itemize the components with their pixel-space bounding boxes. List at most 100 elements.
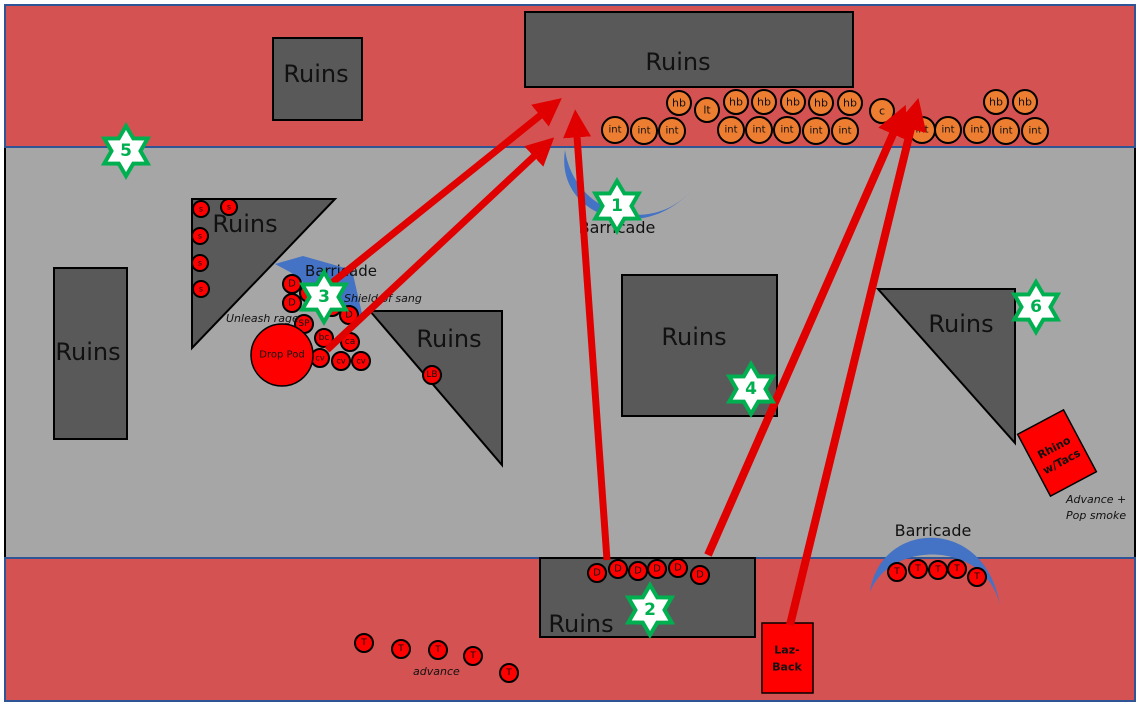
enemy-intercessor[interactable]: int	[630, 117, 658, 145]
enemy-intercessor[interactable]: int	[717, 116, 745, 144]
enemy-intercessor-base	[963, 116, 991, 144]
objective-star-icon	[591, 177, 643, 235]
death-company-unit[interactable]: D	[282, 293, 302, 313]
death-company-unit[interactable]: D	[282, 274, 302, 294]
enemy-intercessor[interactable]: int	[992, 117, 1020, 145]
enemy-intercessor-label: int	[780, 125, 793, 136]
enemy-intercessor[interactable]: int	[1021, 117, 1049, 145]
objective-number: 4	[745, 379, 757, 399]
tactical-unit-label: T	[893, 567, 900, 577]
death-company-unit-label: D	[288, 279, 296, 290]
enemy-heavy-bolter[interactable]: hb	[983, 89, 1009, 115]
objective-star-icon	[100, 122, 152, 180]
enemy-heavy-bolter-label: hb	[729, 96, 743, 109]
arrow-cv-to-ruins	[324, 137, 555, 353]
enemy-intercessor-label: int	[809, 126, 822, 137]
enemy-heavy-bolter[interactable]: hb	[723, 89, 749, 115]
enemy-heavy-bolter[interactable]: hb	[808, 90, 834, 116]
enemy-intercessor-label: int	[637, 126, 650, 137]
chaplain-label: bc	[319, 333, 330, 343]
librarian[interactable]: LB	[422, 365, 442, 385]
objective-number: 1	[611, 196, 623, 216]
enemy-commissar[interactable]: c	[869, 98, 895, 124]
land-raider-laz-back[interactable]: Laz- Back	[761, 622, 814, 694]
enemy-intercessor-label: int	[838, 126, 851, 137]
scout-unit-base	[191, 254, 209, 272]
ruins-label: Ruins	[645, 48, 710, 76]
arrow-devastators-to-center	[563, 109, 611, 561]
enemy-intercessor[interactable]: int	[773, 116, 801, 144]
enemy-heavy-bolter-base	[808, 90, 834, 116]
enemy-intercessor-label: int	[941, 125, 954, 136]
ruins-label: Ruins	[283, 60, 348, 88]
tactical-unit-base	[463, 646, 483, 666]
devastator-unit-label: D	[674, 563, 682, 574]
tactical-unit-label: T	[914, 564, 921, 574]
chaplain[interactable]: bc	[314, 328, 334, 348]
tactical-unit[interactable]: T	[908, 559, 928, 579]
enemy-lieutenant-label: lt	[703, 104, 711, 117]
tactical-unit[interactable]: T	[887, 562, 907, 582]
devastator-unit[interactable]: D	[628, 561, 648, 581]
enemy-intercessor[interactable]: int	[802, 117, 830, 145]
command-veteran[interactable]: cv	[310, 348, 330, 368]
tactical-unit[interactable]: T	[499, 663, 519, 683]
enemy-heavy-bolter[interactable]: hb	[837, 90, 863, 116]
enemy-lieutenant[interactable]: lt	[694, 97, 720, 123]
enemy-intercessor[interactable]: int	[831, 117, 859, 145]
enemy-intercessor[interactable]: int	[934, 116, 962, 144]
tactical-unit[interactable]: T	[428, 640, 448, 660]
enemy-intercessor[interactable]: int	[601, 116, 629, 144]
rhino-with-tacticals[interactable]: Rhino w/Tacs	[1016, 408, 1098, 498]
enemy-heavy-bolter[interactable]: hb	[751, 89, 777, 115]
scout-unit[interactable]: s	[192, 280, 210, 298]
scout-unit[interactable]: s	[192, 200, 210, 218]
tactical-unit[interactable]: T	[928, 560, 948, 580]
devastator-unit[interactable]: D	[608, 559, 628, 579]
devastator-unit[interactable]: D	[690, 565, 710, 585]
scout-unit[interactable]: s	[191, 227, 209, 245]
command-veteran[interactable]: cv	[351, 351, 371, 371]
enemy-intercessor[interactable]: int	[963, 116, 991, 144]
tactical-unit-label: T	[973, 572, 980, 582]
enemy-intercessor-base	[658, 117, 686, 145]
enemy-intercessor[interactable]: int	[658, 117, 686, 145]
objective-marker-5[interactable]: 5	[100, 122, 152, 180]
objective-marker-4[interactable]: 4	[725, 360, 777, 418]
devastator-unit-label: D	[653, 564, 661, 575]
devastator-unit[interactable]: D	[587, 563, 607, 583]
scout-unit[interactable]: s	[220, 198, 238, 216]
scout-unit-base	[192, 280, 210, 298]
tactical-unit[interactable]: T	[967, 567, 987, 587]
devastator-unit[interactable]: D	[647, 559, 667, 579]
enemy-heavy-bolter[interactable]: hb	[666, 90, 692, 116]
enemy-heavy-bolter-base	[780, 89, 806, 115]
enemy-intercessor-base	[1021, 117, 1049, 145]
tactical-unit[interactable]: T	[947, 559, 967, 579]
objective-marker-3[interactable]: 3	[298, 268, 350, 326]
devastator-unit[interactable]: D	[668, 558, 688, 578]
objective-marker-6[interactable]: 6	[1010, 278, 1062, 336]
enemy-heavy-bolter[interactable]: hb	[780, 89, 806, 115]
devastator-unit-base	[647, 559, 667, 579]
devastator-unit-label: D	[696, 570, 704, 581]
enemy-intercessor[interactable]: int	[745, 116, 773, 144]
ruins-triangle-center-left: Ruins	[367, 310, 503, 468]
tactical-unit[interactable]: T	[391, 639, 411, 659]
command-veteran-base	[331, 351, 351, 371]
scout-unit[interactable]: s	[191, 254, 209, 272]
tactical-unit[interactable]: T	[354, 633, 374, 653]
enemy-commissar-label: c	[879, 105, 885, 118]
drop-pod[interactable]: Drop Pod	[250, 323, 314, 387]
tactical-unit[interactable]: T	[463, 646, 483, 666]
objectives: 1 2 3 4 5 6	[100, 122, 1062, 639]
enemy-heavy-bolter-base	[723, 89, 749, 115]
enemy-heavy-bolter[interactable]: hb	[1012, 89, 1038, 115]
objective-marker-2[interactable]: 2	[624, 581, 676, 639]
note-advance: advance	[413, 665, 460, 678]
enemy-heavy-bolter-label: hb	[786, 96, 800, 109]
objective-marker-1[interactable]: 1	[591, 177, 643, 235]
command-veteran[interactable]: cv	[331, 351, 351, 371]
ruins-left-tall: Ruins	[53, 267, 128, 440]
objective-star-icon	[624, 581, 676, 639]
